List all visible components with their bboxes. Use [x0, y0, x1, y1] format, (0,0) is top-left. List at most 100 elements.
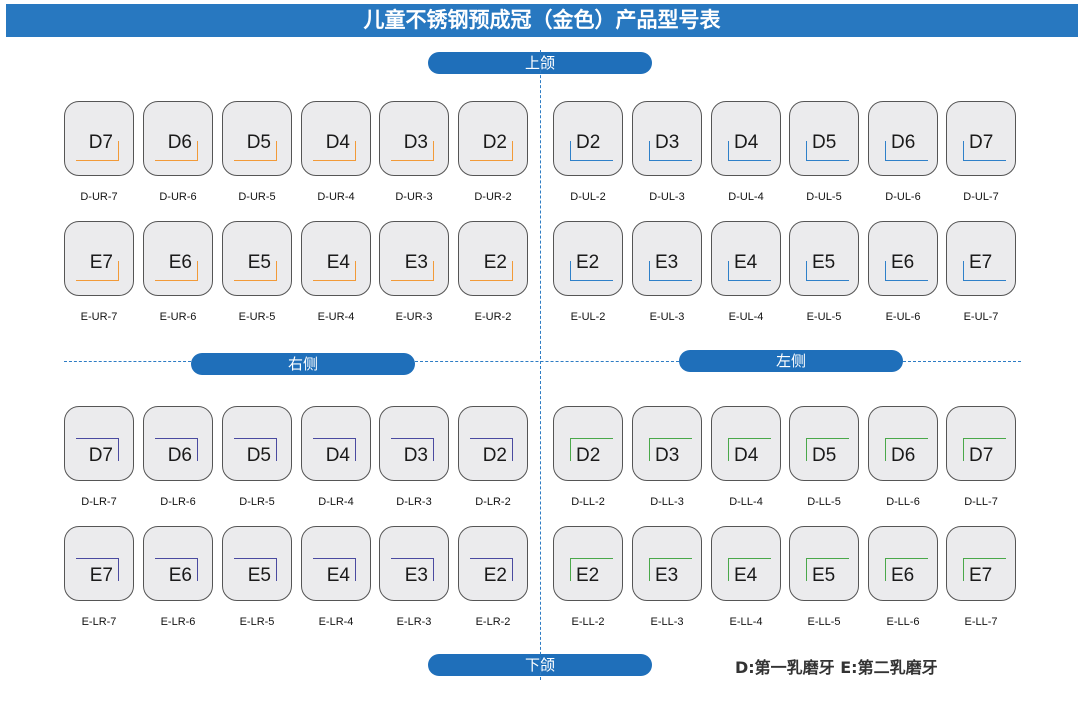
model-code: D-LL-3: [650, 496, 684, 508]
tooth-crown-e-lr-5: E5: [222, 526, 292, 601]
tooth-label: D3: [655, 445, 680, 466]
crown-bracket: [76, 438, 119, 461]
crown-bracket: [728, 141, 771, 161]
tooth-label: D4: [325, 445, 350, 466]
model-code: D-LR-2: [475, 496, 511, 508]
crown-bracket: [570, 558, 613, 581]
tooth-label: D7: [969, 445, 994, 466]
crown-bracket: [806, 261, 849, 281]
tooth-label: D2: [482, 132, 507, 153]
model-code: D-UR-3: [395, 191, 433, 203]
model-code: E-UR-2: [474, 311, 512, 323]
tooth-crown-d-ul-3: D3: [632, 101, 702, 176]
model-code: D-UR-2: [474, 191, 512, 203]
tooth-crown-e-lr-6: E6: [143, 526, 213, 601]
crown-bracket: [470, 558, 513, 581]
crown-bracket: [76, 141, 119, 161]
crown-bracket: [649, 141, 692, 161]
crown-bracket: [885, 438, 928, 461]
model-code: E-UL-2: [570, 311, 606, 323]
model-code: D-LR-5: [239, 496, 275, 508]
tooth-crown-e-ll-4: E4: [711, 526, 781, 601]
tooth-crown-d-ul-4: D4: [711, 101, 781, 176]
model-code: D-LL-2: [571, 496, 605, 508]
model-code: D-LR-7: [81, 496, 117, 508]
tooth-crown-d-lr-3: D3: [379, 406, 449, 481]
crown-bracket: [391, 438, 434, 461]
tooth-label: D5: [812, 445, 837, 466]
model-code: E-LL-3: [650, 616, 684, 628]
tooth-label: D6: [167, 445, 192, 466]
right-side-label: 右侧: [191, 353, 415, 375]
model-code: E-UL-7: [963, 311, 999, 323]
tooth-crown-d-ll-2: D2: [553, 406, 623, 481]
crown-bracket: [234, 438, 277, 461]
tooth-crown-d-ul-2: D2: [553, 101, 623, 176]
crown-bracket: [155, 558, 198, 581]
tooth-crown-e-ul-4: E4: [711, 221, 781, 296]
crown-bracket: [313, 438, 356, 461]
model-code: D-UR-7: [80, 191, 118, 203]
model-code: E-LL-6: [886, 616, 920, 628]
crown-bracket: [885, 558, 928, 581]
tooth-crown-d-lr-7: D7: [64, 406, 134, 481]
model-code: D-UL-3: [649, 191, 685, 203]
tooth-label: E6: [168, 565, 192, 586]
model-code: D-LL-6: [886, 496, 920, 508]
tooth-label: E7: [969, 252, 993, 273]
crown-bracket: [155, 438, 198, 461]
tooth-crown-d-ll-4: D4: [711, 406, 781, 481]
model-code: D-LL-4: [729, 496, 763, 508]
crown-bracket: [391, 261, 434, 281]
model-code: E-UR-5: [238, 311, 276, 323]
tooth-label: E6: [168, 252, 192, 273]
crown-bracket: [470, 438, 513, 461]
tooth-label: E4: [734, 252, 758, 273]
model-code: D-UR-5: [238, 191, 276, 203]
tooth-crown-e-ll-7: E7: [946, 526, 1016, 601]
crown-bracket: [155, 141, 198, 161]
tooth-crown-e-lr-3: E3: [379, 526, 449, 601]
tooth-label: D4: [734, 132, 759, 153]
tooth-crown-d-ur-6: D6: [143, 101, 213, 176]
tooth-crown-e-ul-6: E6: [868, 221, 938, 296]
tooth-crown-d-ur-3: D3: [379, 101, 449, 176]
model-code: D-LR-6: [160, 496, 196, 508]
tooth-label: D4: [325, 132, 350, 153]
model-code: E-LL-5: [807, 616, 841, 628]
tooth-crown-e-lr-7: E7: [64, 526, 134, 601]
tooth-label: E4: [326, 565, 350, 586]
model-code: E-LL-2: [571, 616, 605, 628]
tooth-label: E7: [89, 252, 113, 273]
tooth-label: E7: [89, 565, 113, 586]
tooth-crown-e-ll-5: E5: [789, 526, 859, 601]
tooth-label: E5: [247, 565, 271, 586]
model-code: D-LR-4: [318, 496, 354, 508]
legend: D:第一乳磨牙 E:第二乳磨牙: [735, 658, 938, 677]
tooth-label: D7: [88, 445, 113, 466]
crown-bracket: [806, 141, 849, 161]
model-code: E-UR-4: [317, 311, 355, 323]
model-code: E-UL-4: [728, 311, 764, 323]
crown-bracket: [728, 438, 771, 461]
crown-bracket: [649, 438, 692, 461]
model-code: E-UL-5: [806, 311, 842, 323]
crown-bracket: [155, 261, 198, 281]
crown-bracket: [963, 438, 1006, 461]
tooth-label: E2: [576, 252, 600, 273]
crown-bracket: [313, 141, 356, 161]
tooth-label: E5: [812, 565, 836, 586]
model-code: D-UR-6: [159, 191, 197, 203]
crown-bracket: [963, 558, 1006, 581]
model-code: D-UL-2: [570, 191, 606, 203]
model-code: D-LR-3: [396, 496, 432, 508]
model-code: E-LR-7: [81, 616, 117, 628]
crown-bracket: [885, 141, 928, 161]
vertical-divider: [540, 50, 541, 680]
tooth-crown-e-ul-3: E3: [632, 221, 702, 296]
model-code: D-LL-7: [964, 496, 998, 508]
crown-bracket: [963, 141, 1006, 161]
tooth-label: E7: [969, 565, 993, 586]
tooth-crown-e-ur-4: E4: [301, 221, 371, 296]
tooth-label: D6: [167, 132, 192, 153]
